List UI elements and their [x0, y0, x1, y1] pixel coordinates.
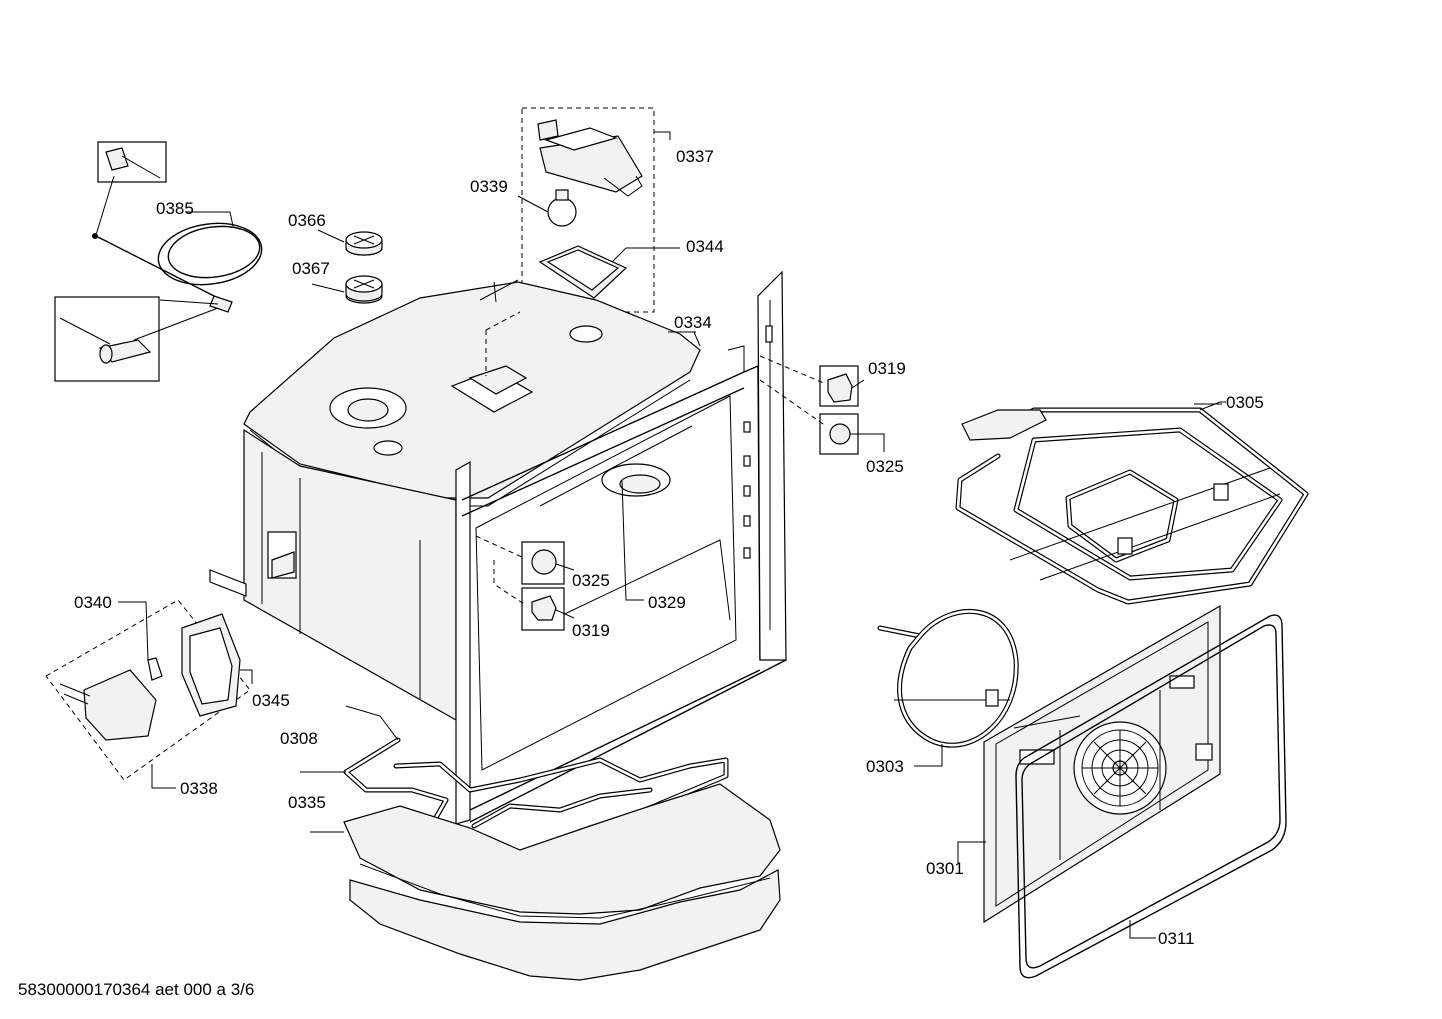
oven-lamp-assembly	[517, 107, 680, 313]
label-0319-center: 0319	[572, 621, 610, 640]
grill-heating-element	[955, 401, 1309, 605]
insulation-blanket	[310, 783, 781, 981]
label-0319-right: 0319	[868, 359, 906, 378]
label-0385: 0385	[156, 199, 194, 218]
temperature-sensor-assembly	[54, 141, 263, 382]
fastener-0319-right	[759, 355, 865, 407]
label-0325-center: 0325	[572, 571, 610, 590]
oven-cavity	[209, 270, 787, 825]
label-0311: 0311	[1158, 929, 1195, 948]
thermostat-assembly	[45, 599, 253, 789]
bottom-heating-element	[300, 705, 729, 831]
fastener-0319-center	[493, 560, 575, 631]
label-0345: 0345	[252, 691, 290, 710]
label-0338: 0338	[180, 779, 218, 798]
label-0340: 0340	[74, 593, 112, 612]
leader-0329	[621, 479, 644, 601]
label-0329: 0329	[648, 593, 686, 612]
fastener-0325-right	[759, 379, 885, 455]
back-panel	[957, 604, 1221, 924]
label-0337: 0337	[676, 147, 714, 166]
label-0303: 0303	[866, 757, 904, 776]
label-0344: 0344	[686, 237, 724, 256]
document-reference: 58300000170364 aet 000 a 3/6	[18, 980, 255, 999]
label-0335: 0335	[288, 793, 326, 812]
door-seal-gasket	[1015, 614, 1287, 979]
fastener-0325-center	[475, 535, 575, 585]
ring-heating-element	[877, 609, 1019, 767]
knob-0367	[311, 275, 383, 304]
label-0339: 0339	[470, 177, 508, 196]
label-0308: 0308	[280, 729, 318, 748]
label-0367: 0367	[292, 259, 330, 278]
label-0305: 0305	[1226, 393, 1264, 412]
label-0325-right: 0325	[866, 457, 904, 476]
label-0334: 0334	[674, 313, 712, 332]
label-0366: 0366	[288, 211, 326, 230]
label-0301: 0301	[926, 859, 964, 878]
knob-0366	[317, 229, 383, 256]
